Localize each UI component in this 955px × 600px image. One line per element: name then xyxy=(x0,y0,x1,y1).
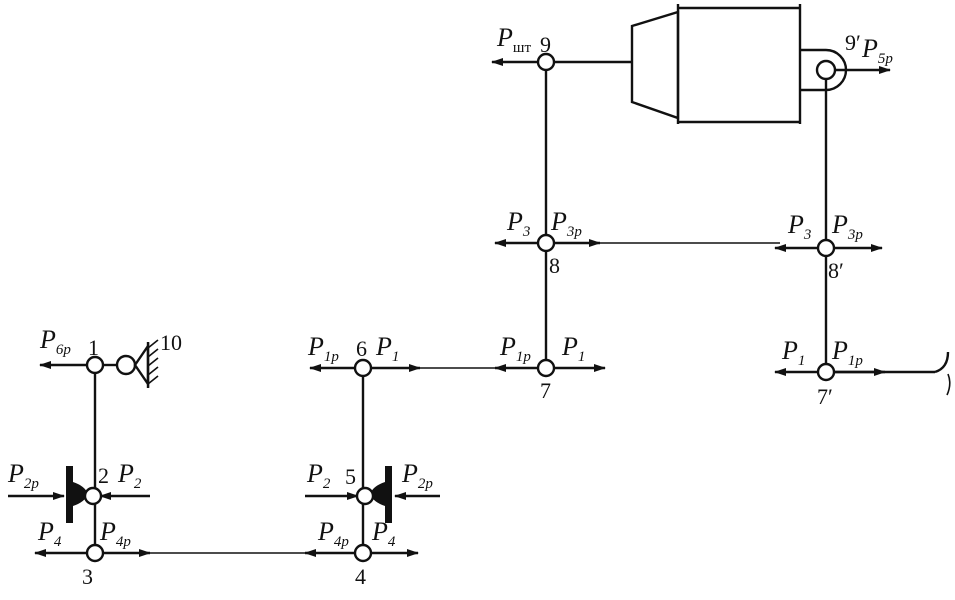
force-label-P3-node8p: P3 xyxy=(787,210,811,243)
label-node-9-prime: 9′ xyxy=(845,30,861,55)
force-label-P4-right: P4 xyxy=(371,517,396,550)
structure-lines xyxy=(93,60,951,553)
label-node-9: 9 xyxy=(540,32,551,57)
force-label-P1-node7: P1 xyxy=(561,332,585,365)
cut-end-curve xyxy=(934,351,950,374)
force-label-P4p-right: P4p xyxy=(317,517,349,550)
label-node-4: 4 xyxy=(355,564,366,589)
force-arrows xyxy=(8,58,891,557)
force-label-P2-right: P2 xyxy=(306,459,331,492)
cylinder-cone xyxy=(630,10,680,120)
force-label-Pst: Pшт xyxy=(496,23,531,56)
clamp-shoe-5 xyxy=(370,466,392,523)
force-label-P3p-node8p: P3p xyxy=(831,210,863,243)
force-label-P1p-node6: P1p xyxy=(307,332,339,365)
label-node-10: 10 xyxy=(160,330,182,355)
node-5 xyxy=(355,486,375,506)
node-3 xyxy=(85,543,105,563)
label-node-7: 7 xyxy=(540,378,551,403)
label-node-2: 2 xyxy=(98,463,109,488)
force-label-P4-left: P4 xyxy=(37,517,62,550)
support-roller xyxy=(115,354,137,376)
support-wedge xyxy=(133,342,150,388)
node-2 xyxy=(83,486,103,506)
connecting-rods xyxy=(132,242,780,554)
force-label-P2p-left: P2p xyxy=(7,459,39,492)
node-7-prime xyxy=(816,362,836,382)
label-node-3: 3 xyxy=(82,564,93,589)
force-label-P3p-node8: P3p xyxy=(550,207,582,240)
label-node-7-prime: 7′ xyxy=(817,384,833,409)
force-label-P5p: P5p xyxy=(861,34,893,67)
force-label-P4p-left: P4p xyxy=(99,517,131,550)
force-label-P3-node8: P3 xyxy=(506,207,530,240)
force-label-P6p: P6p xyxy=(39,325,71,358)
clamp-shoe-2 xyxy=(66,466,88,523)
ground-support xyxy=(104,339,159,388)
label-node-5: 5 xyxy=(345,464,356,489)
force-label-P1-node7p: P1 xyxy=(781,336,805,369)
node-9 xyxy=(536,52,556,72)
joints xyxy=(83,52,836,563)
node-1 xyxy=(85,355,105,375)
node-7 xyxy=(536,358,556,378)
force-labels: P6p P2p P2 P4 P4p P4p P4 P2 P2p P1p P1 P… xyxy=(7,23,893,550)
label-node-6: 6 xyxy=(356,336,367,361)
force-label-P2-left: P2 xyxy=(117,459,142,492)
cylinder xyxy=(630,4,848,124)
cut-end-tail xyxy=(946,373,951,396)
node-8-prime xyxy=(816,238,836,258)
force-label-P1p-node7p: P1p xyxy=(831,336,863,369)
node-8 xyxy=(536,233,556,253)
force-label-P1-node6: P1 xyxy=(375,332,399,365)
force-label-P1p-node7: P1p xyxy=(499,332,531,365)
label-node-1: 1 xyxy=(88,335,99,360)
label-node-8-prime: 8′ xyxy=(828,258,844,283)
label-node-8: 8 xyxy=(549,253,560,278)
force-label-P2p-right: P2p xyxy=(401,459,433,492)
node-4 xyxy=(353,543,373,563)
node-9-prime xyxy=(815,59,837,81)
node-6 xyxy=(353,358,373,378)
node-labels: 1 2 3 4 5 6 7 8 9 10 7′ 8′ 9′ xyxy=(82,30,861,589)
